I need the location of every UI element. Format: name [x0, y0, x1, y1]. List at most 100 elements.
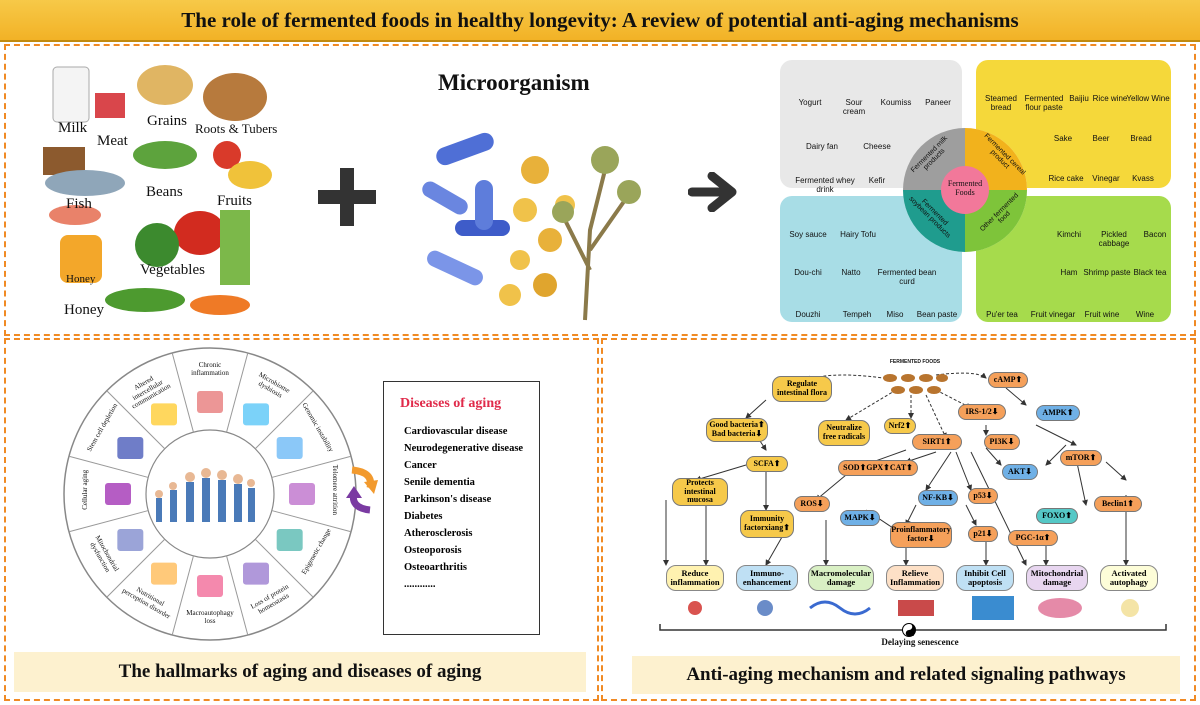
- page-title: The role of fermented foods in healthy l…: [181, 7, 1019, 32]
- hallmark-label: Epigenetic change: [300, 527, 333, 576]
- node-camp: cAMP⬆: [988, 372, 1028, 388]
- node-pgc: PGC-1α⬆: [1008, 530, 1058, 546]
- soy-item-7: Miso: [886, 310, 904, 319]
- node-ros: ROS⬇: [794, 496, 830, 512]
- plus-icon: [318, 168, 376, 226]
- node-pi3k: PI3K⬇: [984, 434, 1020, 450]
- ring-divider: [271, 455, 352, 478]
- hallmark-image: [117, 437, 144, 459]
- other-item-9: Wine: [1135, 310, 1155, 319]
- milk-item-paneer: Paneer: [925, 98, 951, 107]
- node-mapk: MAPK⬇: [840, 510, 880, 526]
- outcome-inhibit-apoptosis: Inhibit Cell apoptosis: [956, 565, 1014, 591]
- milk-item-yogurt: Yogurt: [798, 98, 822, 107]
- node-akt: AKT⬇: [1002, 464, 1038, 480]
- other-item-4: Shrimp paste: [1083, 268, 1131, 277]
- ring-divider: [68, 510, 149, 533]
- other-item-8: Fruit wine: [1084, 310, 1120, 319]
- outcome-mitochondrial-damage: Mitochondrial damage: [1026, 565, 1088, 591]
- bottom-right-panel: [601, 338, 1196, 701]
- hallmark-label: Macroautophagy loss: [186, 609, 234, 625]
- ring-divider: [254, 390, 314, 450]
- milk-item-koumiss: Koumiss: [880, 98, 912, 107]
- fermented-center-label: Fermented Foods: [947, 179, 983, 197]
- node-proinfl: Proinflammatory factor⬇: [890, 522, 952, 548]
- food-label-honey: Honey: [64, 302, 104, 318]
- cereal-item-9: Vinegar: [1092, 174, 1120, 183]
- other-item-7: Fruit vinegar: [1030, 310, 1076, 319]
- other-item-5: Black tea: [1133, 268, 1167, 277]
- disease-item: Parkinson's disease: [404, 494, 492, 505]
- node-nrf2: Nrf2⬆: [884, 418, 916, 434]
- outcome-reduce-inflammation: Reduce inflammation: [666, 565, 724, 591]
- cereal-item-10: Kvass: [1132, 174, 1154, 183]
- node-irs: IRS-1/2⬇: [958, 404, 1006, 420]
- ring-divider: [226, 352, 249, 433]
- hallmark-label: Telomere attrition: [330, 464, 339, 515]
- disease-item: Neurodegenerative disease: [404, 443, 524, 454]
- node-p21: p21⬇: [968, 526, 998, 542]
- disease-item: Atherosclerosis: [404, 528, 473, 539]
- microorganism-illustration: [422, 132, 641, 321]
- yin-yang-icon: [902, 623, 916, 637]
- node-nfkb: NF-KB⬇: [918, 490, 958, 506]
- ring-divider: [171, 555, 194, 636]
- disease-item: Osteoarthritis: [404, 562, 467, 573]
- fermented-foods-bowls: [883, 374, 948, 394]
- food-label-beans: Beans: [146, 184, 183, 200]
- node-immunity: Immunity factorxiang⬆: [740, 510, 794, 538]
- milk-item-dairy-fan: Dairy fan: [805, 142, 838, 151]
- food-label-meat: Meat: [97, 133, 128, 149]
- top-panel: [4, 44, 1196, 336]
- hallmark-image: [151, 403, 177, 426]
- cereal-item-0: Steamed bread: [984, 94, 1018, 112]
- node-sod: SOD⬆GPX⬆CAT⬆: [838, 460, 918, 476]
- bottom-left-panel: [4, 338, 599, 701]
- cereal-item-2: Baijiu: [1069, 94, 1089, 103]
- title-bar: The role of fermented foods in healthy l…: [0, 0, 1200, 42]
- ring-divider: [271, 510, 352, 533]
- other-item-0: Kimchi: [1056, 230, 1081, 239]
- food-label-roots: Roots & Tubers: [195, 121, 278, 136]
- milk-item-cheese: Cheese: [863, 142, 891, 151]
- soy-item-8: Bean paste: [916, 310, 958, 319]
- disease-item: Senile dementia: [404, 477, 475, 488]
- hallmark-image: [151, 562, 177, 585]
- outcome-relieve-inflammation: Relieve Inflammation: [886, 565, 944, 591]
- other-item-2: Bacon: [1143, 230, 1167, 239]
- hallmark-image: [276, 437, 303, 459]
- food-label-grains: Grains: [147, 113, 187, 129]
- other-item-1: Pickled cabbage: [1098, 230, 1130, 248]
- pathway-arrows: [663, 372, 1129, 566]
- milk-item-whey: Fermented whey drink: [795, 176, 855, 194]
- hallmark-label: Stem cell depletion: [84, 402, 119, 453]
- caption-left: The hallmarks of aging and diseases of a…: [14, 652, 586, 692]
- other-item-3: Ham: [1060, 268, 1078, 277]
- hallmark-label: Chronic inflammation: [191, 361, 229, 377]
- food-label-vegetables: Vegetables: [140, 262, 205, 278]
- food-label-fruits: Fruits: [217, 193, 253, 209]
- ring-divider: [106, 390, 166, 450]
- other-item-6: Pu'er tea: [986, 310, 1018, 319]
- hallmark-image: [276, 529, 303, 551]
- node-scfa: SCFA⬆: [746, 456, 788, 472]
- disease-item: Cardiovascular disease: [404, 426, 508, 437]
- microorganism-title: Microorganism: [438, 70, 590, 95]
- cereal-item-8: Rice cake: [1048, 174, 1084, 183]
- hallmark-label: Genomic instability: [300, 401, 336, 454]
- node-protects: Protects intestinal mucosa: [672, 478, 728, 506]
- hallmark-label: Nutritional perception disorder: [121, 585, 172, 621]
- cereal-item-1: Fermented flour paste: [1024, 94, 1064, 112]
- hallmark-image: [105, 483, 131, 505]
- node-ampk: AMPK⬆: [1036, 405, 1080, 421]
- cereal-item-5: Sake: [1053, 134, 1073, 143]
- arrow-right-icon: [688, 172, 737, 212]
- cycle-arrow-icon: [346, 466, 378, 514]
- fermented-center-wheel: [903, 128, 1027, 252]
- honey-jar-label: Honey: [66, 273, 96, 285]
- node-neutralize: Neutralize free radicals: [818, 420, 870, 446]
- ring-divider: [171, 352, 194, 433]
- soy-item-6: Tempeh: [842, 310, 872, 319]
- node-good-bad: Good bacteria⬆ Bad bacteria⬇: [706, 418, 768, 442]
- node-regulate: Regulate intestinal flora: [772, 376, 832, 402]
